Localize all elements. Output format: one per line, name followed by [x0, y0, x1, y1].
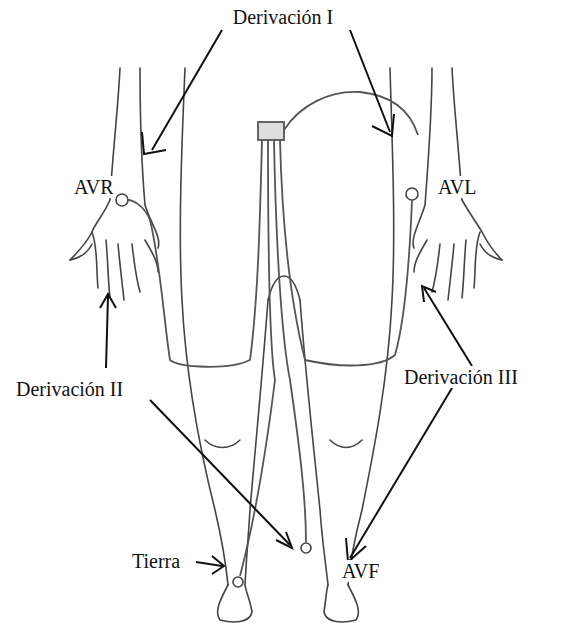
ground-label: Tierra: [130, 550, 182, 572]
lead-label: Derivación II: [14, 378, 125, 400]
lead-label: Derivación III: [402, 366, 520, 388]
electrode-label: AVF: [340, 560, 381, 582]
electrode-label: AVR: [72, 176, 116, 198]
electrode-label: AVL: [436, 176, 479, 198]
lead-label: Derivación I: [231, 6, 336, 28]
